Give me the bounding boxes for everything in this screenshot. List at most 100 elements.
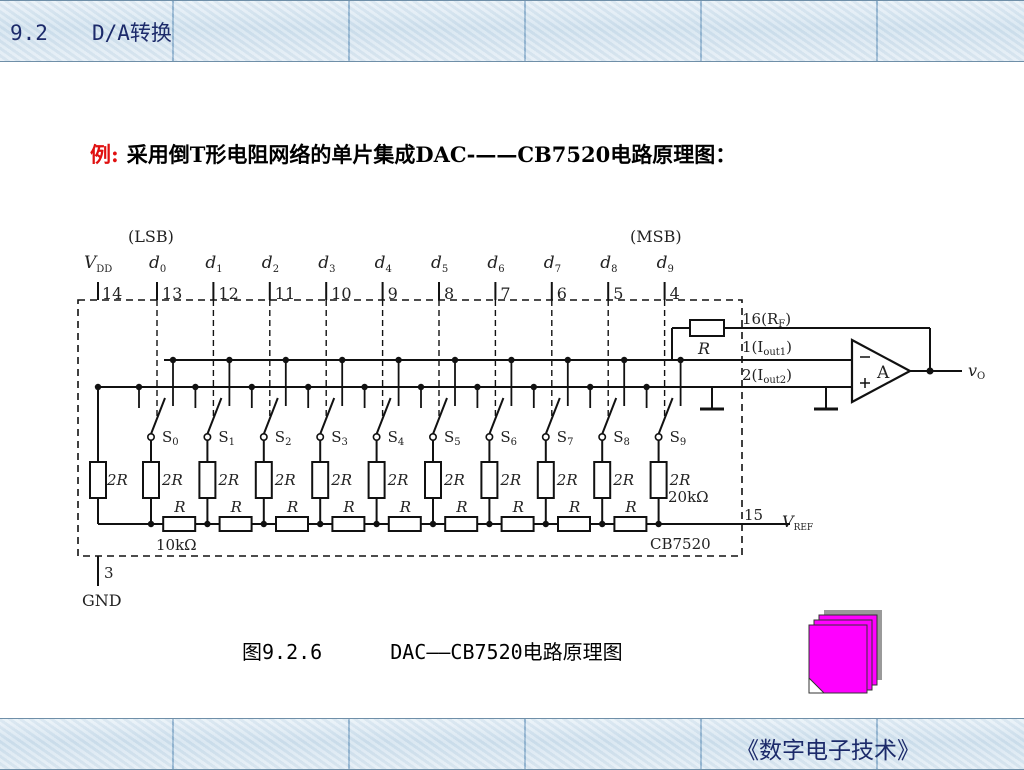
series-resistor bbox=[218, 516, 253, 532]
pin-10: 10 bbox=[331, 284, 351, 303]
pin-6: 6 bbox=[557, 284, 567, 303]
vdd-label: VDD bbox=[84, 253, 112, 275]
pages-nav-icon[interactable] bbox=[808, 606, 886, 696]
bus-node bbox=[305, 383, 312, 391]
bit-label-d6: d6 bbox=[487, 253, 504, 275]
bus-node bbox=[192, 383, 199, 391]
switch-arm bbox=[375, 397, 392, 435]
bit-label-d2: d2 bbox=[262, 253, 279, 275]
ladder-node bbox=[599, 520, 606, 528]
series-resistor bbox=[162, 516, 197, 532]
leg-resistor-label: 2R bbox=[330, 471, 352, 489]
gnd-pin: 3 bbox=[104, 564, 114, 582]
switch-pivot bbox=[485, 432, 494, 441]
leg-resistor-2r bbox=[367, 461, 386, 499]
book-title: 《数字电子技术》 bbox=[736, 738, 920, 764]
output-node bbox=[926, 367, 934, 375]
footer-bar: 《数字电子技术》 bbox=[0, 718, 1024, 770]
bus-node bbox=[395, 356, 402, 364]
example-heading: 例:采用倒T形电阻网络的单片集成DAC-——CB7520电路原理图： bbox=[90, 139, 736, 169]
r2-value-label: 20kΩ bbox=[668, 488, 709, 506]
switch-arm bbox=[601, 397, 618, 435]
figure-title: DAC——CB7520电路原理图 bbox=[390, 640, 623, 664]
switch-pivot bbox=[147, 432, 156, 441]
switch-label-S7: S7 bbox=[557, 428, 574, 448]
pin-4: 4 bbox=[670, 284, 680, 303]
leg-resistor-label: 2R bbox=[443, 471, 465, 489]
switch-label-S1: S1 bbox=[218, 428, 235, 448]
leg-resistor-label: 2R bbox=[669, 471, 691, 489]
leg-resistor-label: 2R bbox=[499, 471, 521, 489]
switch-arm bbox=[544, 397, 561, 435]
bit-label-d7: d7 bbox=[544, 253, 561, 275]
switch-label-S3: S3 bbox=[331, 428, 348, 448]
chip-name: CB7520 bbox=[650, 535, 711, 553]
amp-label: A bbox=[876, 363, 890, 383]
iout1-pin-label: 1(Iout1) bbox=[742, 338, 792, 358]
leg-resistor-label: 2R bbox=[161, 471, 183, 489]
switch-arm bbox=[319, 397, 336, 435]
series-resistor-label: R bbox=[624, 498, 636, 516]
switch-pivot bbox=[316, 432, 325, 441]
bus-node bbox=[621, 356, 628, 364]
bit-label-d3: d3 bbox=[318, 253, 335, 275]
pin-7: 7 bbox=[500, 284, 510, 303]
series-resistor bbox=[613, 516, 648, 532]
series-resistor-label: R bbox=[455, 498, 467, 516]
switch-arm bbox=[657, 397, 674, 435]
switch-pivot bbox=[372, 432, 381, 441]
output-label: vO bbox=[968, 361, 985, 382]
switch-pivot bbox=[259, 432, 268, 441]
bit-label-d9: d9 bbox=[657, 253, 674, 275]
leg-resistor-label: 2R bbox=[274, 471, 296, 489]
leg-resistor-label: 2R bbox=[612, 471, 634, 489]
vref-pin: 15 bbox=[744, 506, 763, 524]
series-resistor bbox=[444, 516, 479, 532]
bus-node bbox=[226, 356, 233, 364]
switch-label-S8: S8 bbox=[613, 428, 630, 448]
bus-node bbox=[417, 383, 425, 391]
bus-node bbox=[587, 383, 594, 391]
ladder-node bbox=[486, 520, 493, 528]
bit-label-d8: d8 bbox=[600, 253, 617, 275]
feedback-r-label: R bbox=[697, 339, 710, 358]
leg-resistor-2r bbox=[254, 461, 273, 499]
leg-resistor-2r bbox=[536, 461, 555, 499]
bit-label-d5: d5 bbox=[431, 253, 448, 275]
bus-node bbox=[94, 383, 102, 391]
pin-12: 12 bbox=[218, 284, 238, 303]
section-number: 9.2 bbox=[10, 21, 48, 45]
leg-resistor-2r bbox=[198, 461, 217, 499]
series-resistor-label: R bbox=[286, 498, 298, 516]
ladder-node bbox=[373, 520, 380, 528]
ladder-node bbox=[147, 520, 155, 528]
leg-resistor-2r bbox=[593, 461, 612, 499]
bus-node bbox=[248, 383, 255, 391]
leg-resistor-2r bbox=[480, 461, 499, 499]
switch-label-S9: S9 bbox=[670, 428, 687, 448]
switch-pivot bbox=[203, 432, 212, 441]
pin-9: 9 bbox=[388, 284, 398, 303]
lsb-label: (LSB) bbox=[128, 227, 174, 246]
ladder-node bbox=[260, 520, 267, 528]
switch-arm bbox=[150, 397, 166, 435]
pin-5: 5 bbox=[613, 284, 623, 303]
switch-label-S6: S6 bbox=[500, 428, 517, 448]
leg-resistor-2r bbox=[311, 461, 330, 499]
switch-pivot bbox=[598, 432, 607, 441]
series-resistor-label: R bbox=[399, 498, 411, 516]
switch-arm bbox=[488, 397, 505, 435]
bus-node bbox=[474, 383, 481, 391]
bit-columns: d013S02RRd112S12RRd211S22RRd310S32RRd49S… bbox=[94, 253, 691, 532]
feedback-resistor bbox=[689, 319, 725, 337]
leg-resistor-2r bbox=[649, 461, 668, 499]
switch-arm bbox=[432, 397, 448, 435]
bus-node bbox=[677, 356, 684, 364]
pin-13: 13 bbox=[162, 284, 182, 303]
series-resistor bbox=[331, 516, 366, 532]
switch-pivot bbox=[428, 432, 437, 441]
ladder-node bbox=[429, 520, 437, 528]
leg-resistor-2r bbox=[142, 461, 160, 499]
